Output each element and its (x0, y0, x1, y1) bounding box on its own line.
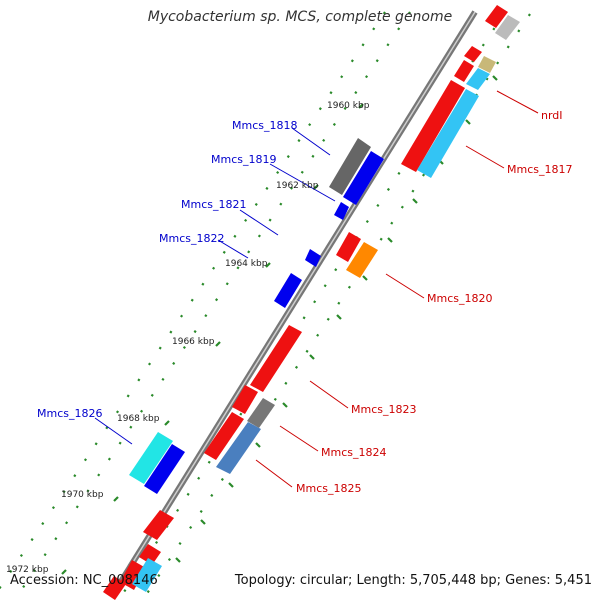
accession-text: Accession: NC_008146 (10, 573, 158, 588)
gene-forward[interactable] (103, 576, 126, 600)
gene-forward[interactable] (485, 5, 508, 28)
guide-ring (0, 11, 386, 590)
genes-forward[interactable] (103, 5, 520, 600)
gene-forward[interactable] (466, 68, 490, 90)
gene-Mmcs-1819[interactable] (343, 151, 384, 205)
gene-forward[interactable] (454, 60, 474, 82)
scale-label: 1970 kbp (61, 490, 104, 500)
gene-Mmcs-1825[interactable] (216, 422, 261, 474)
scale-label: 1966 kbp (172, 337, 215, 347)
gene-nrdI-adj[interactable] (478, 56, 496, 73)
gene-forward[interactable] (139, 544, 161, 565)
gene-label-mmcs-1825[interactable]: Mmcs_1825 (296, 482, 361, 495)
gene-label-mmcs-1818[interactable]: Mmcs_1818 (232, 119, 297, 132)
scale-labels: 1960 kbp 1962 kbp 1964 kbp 1966 kbp 1968… (6, 101, 370, 575)
genes-reverse[interactable] (129, 138, 384, 494)
genome-summary-text: Topology: circular; Length: 5,705,448 bp… (234, 573, 592, 588)
gene-label-mmcs-1821[interactable]: Mmcs_1821 (181, 198, 246, 211)
label-leaders (94, 90, 539, 488)
scale-label: 1960 kbp (327, 101, 370, 111)
gene-Mmcs-1817[interactable] (417, 89, 479, 178)
gene-label-mmcs-1826[interactable]: Mmcs_1826 (37, 407, 102, 420)
gene-Mmcs-1826[interactable] (129, 432, 173, 484)
gene-Mmcs-1826b[interactable] (144, 444, 185, 494)
gene-reverse[interactable] (274, 273, 302, 308)
gene-label-mmcs-1820[interactable]: Mmcs_1820 (427, 292, 492, 305)
gene-forward[interactable] (495, 15, 520, 40)
scale-label: 1964 kbp (225, 259, 268, 269)
map-title: Mycobacterium sp. MCS, complete genome (147, 9, 453, 25)
right-gene-labels: nrdI Mmcs_1817 Mmcs_1820 Mmcs_1823 Mmcs_… (296, 109, 572, 495)
gene-label-nrdI[interactable]: nrdI (541, 109, 563, 122)
gene-Mmcs-1820[interactable] (336, 232, 361, 262)
scale-label: 1962 kbp (276, 181, 319, 191)
guide-ring (17, 11, 411, 596)
gene-Mmcs-1823b[interactable] (232, 385, 258, 414)
scale-label: 1968 kbp (117, 414, 160, 424)
gene-forward[interactable] (120, 560, 146, 590)
gene-Mmcs-1818[interactable] (329, 138, 371, 195)
gene-Mmcs-1823[interactable] (250, 325, 302, 392)
gene-nrdI[interactable] (464, 46, 482, 62)
scale-label: 1972 kbp (6, 565, 49, 575)
scale-ticks (61, 75, 498, 575)
left-gene-labels: Mmcs_1818 Mmcs_1819 Mmcs_1821 Mmcs_1822 … (37, 119, 297, 420)
gene-Mmcs-1821[interactable] (334, 202, 349, 220)
gene-label-mmcs-1823[interactable]: Mmcs_1823 (351, 403, 416, 416)
gene-forward[interactable] (143, 510, 174, 540)
genome-backbone (109, 10, 478, 598)
gene-label-mmcs-1819[interactable]: Mmcs_1819 (211, 153, 276, 166)
gene-label-mmcs-1824[interactable]: Mmcs_1824 (321, 446, 386, 459)
gene-Mmcs-1824[interactable] (247, 398, 275, 428)
gene-Mmcs-1820-adj[interactable] (346, 242, 378, 278)
gene-label-mmcs-1817[interactable]: Mmcs_1817 (507, 163, 572, 176)
gene-Mmcs-1822[interactable] (305, 249, 321, 267)
gene-forward[interactable] (401, 80, 465, 172)
gene-forward[interactable] (132, 558, 162, 592)
gene-label-mmcs-1822[interactable]: Mmcs_1822 (159, 232, 224, 245)
gene-Mmcs-1824b[interactable] (204, 412, 244, 460)
